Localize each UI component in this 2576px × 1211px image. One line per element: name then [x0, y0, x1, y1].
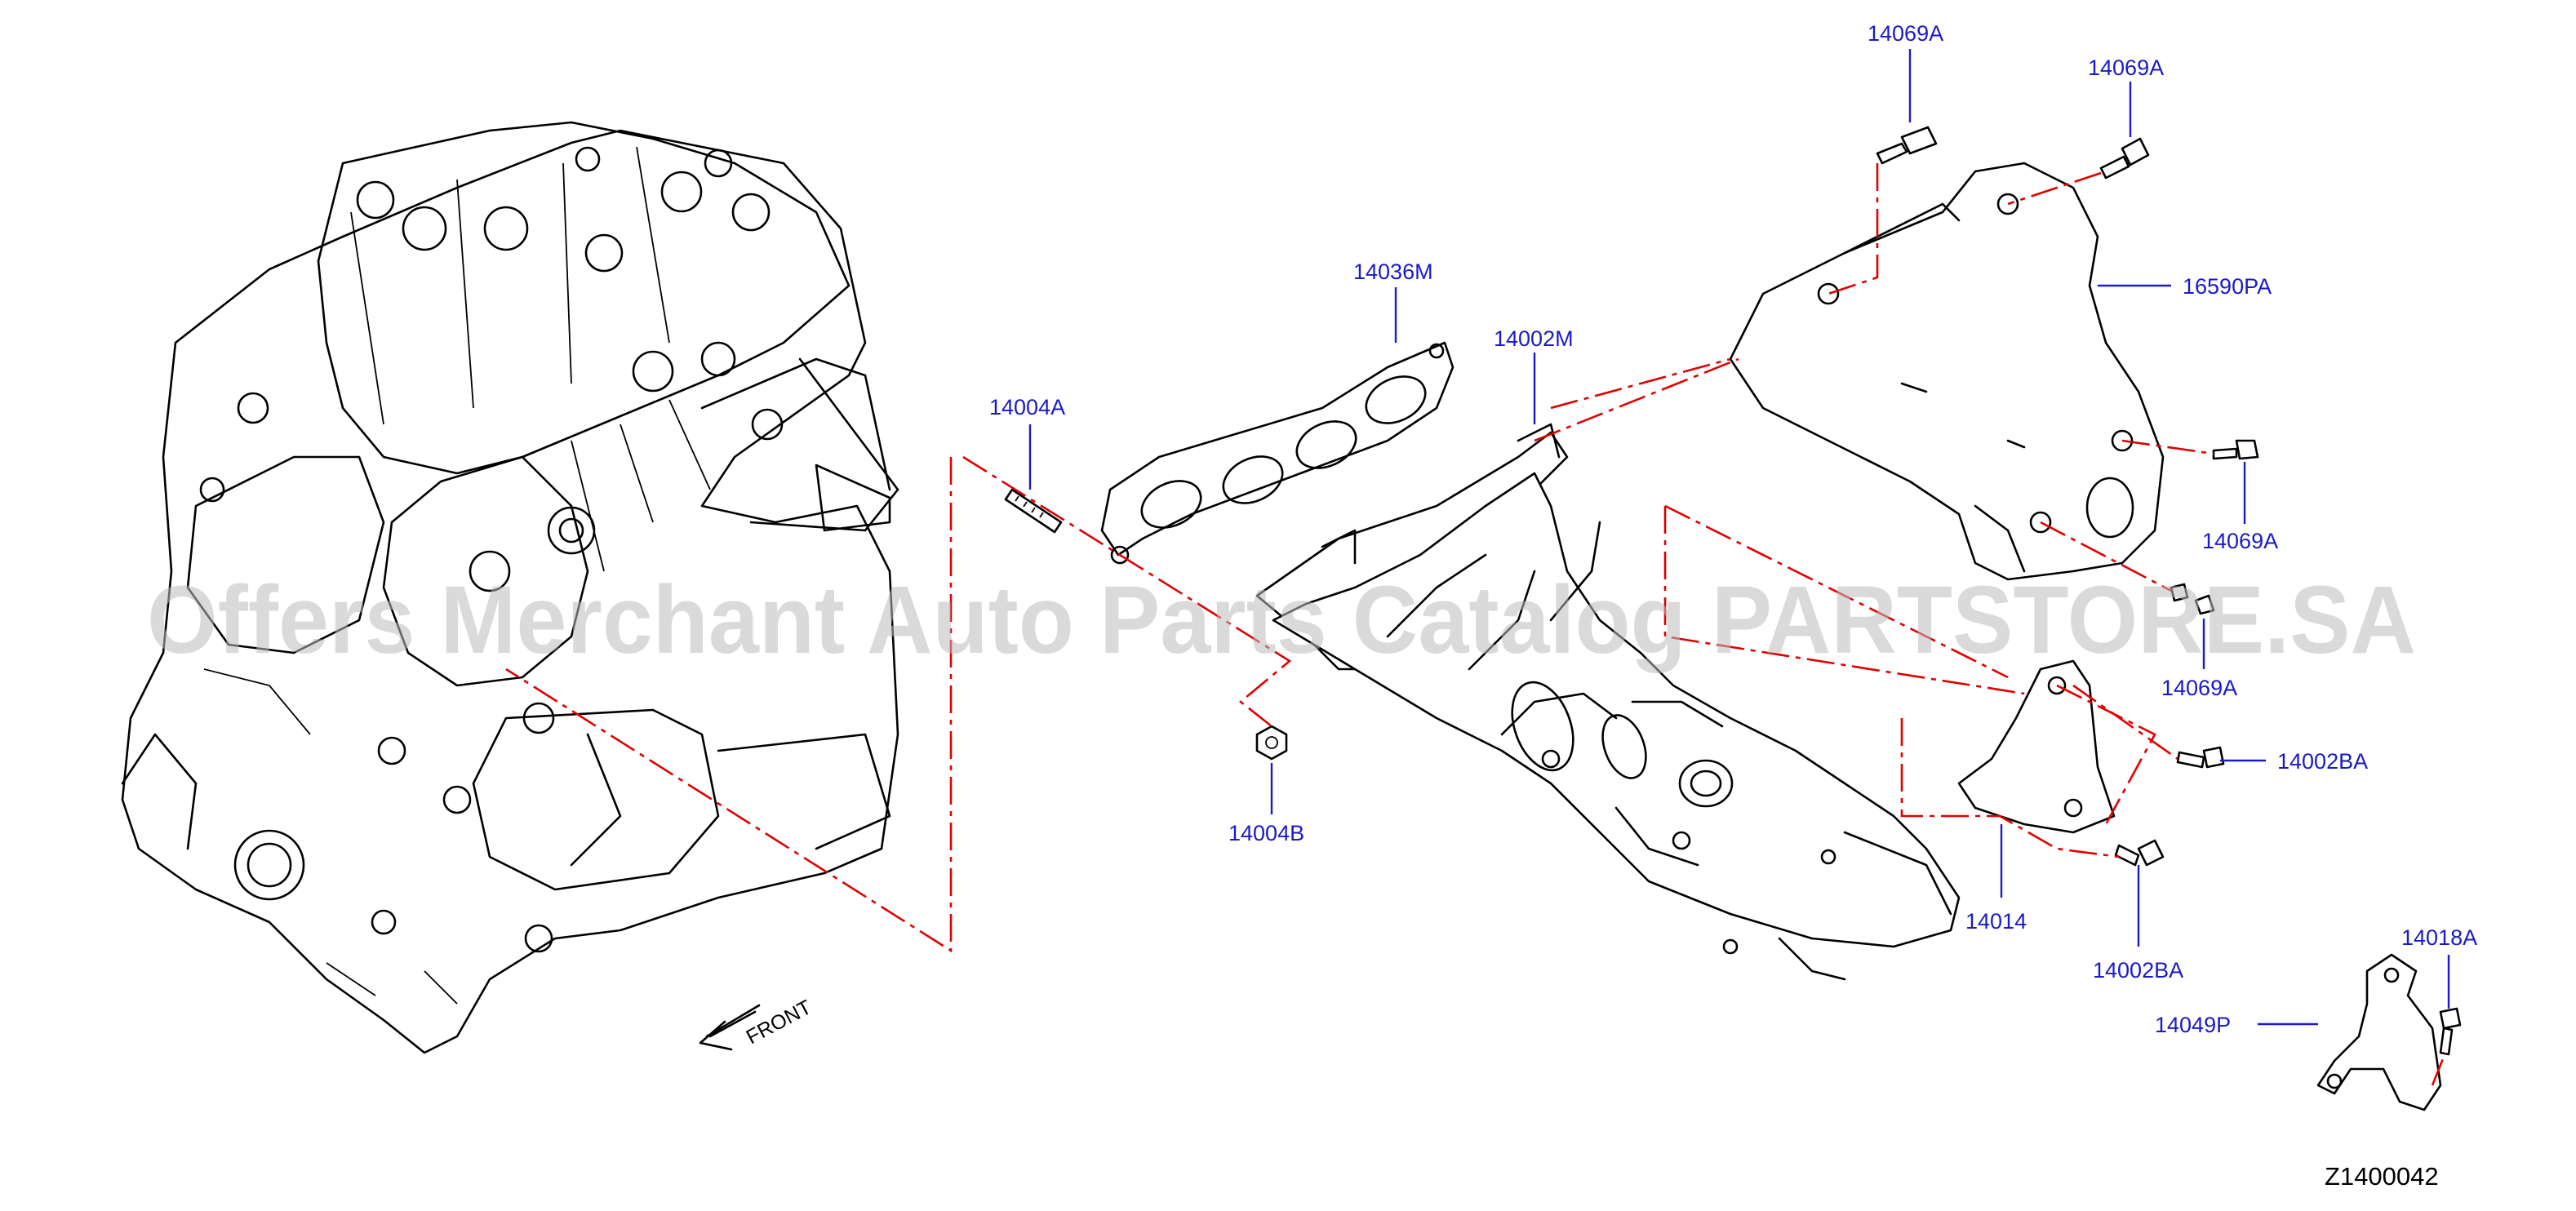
- bracket-14014-drawing: [1957, 659, 2116, 834]
- part-label-14004A[interactable]: 14004A: [989, 395, 1065, 419]
- part-label-14014[interactable]: 14014: [1965, 909, 2027, 934]
- part-label-14002BA-lower[interactable]: 14002BA: [2093, 958, 2183, 983]
- engine-assembly-drawing: [121, 121, 899, 1054]
- part-label-14036M[interactable]: 14036M: [1353, 260, 1433, 284]
- part-label-14069A-lower[interactable]: 14069A: [2161, 676, 2237, 700]
- bolts-drawing: [1876, 126, 2462, 1056]
- diagram-code: Z1400042: [2325, 1162, 2439, 1191]
- part-label-14002BA-right[interactable]: 14002BA: [2277, 749, 2368, 774]
- front-direction-indicator: FRONT: [699, 996, 815, 1051]
- exhaust-manifold-gasket-drawing: [1100, 341, 1455, 565]
- part-label-16590PA[interactable]: 16590PA: [2183, 274, 2272, 299]
- nut-drawing: [1255, 725, 1288, 761]
- heat-shield-drawing: [1729, 162, 2165, 581]
- exhaust-manifold-catalyst-drawing: [1255, 423, 1961, 981]
- part-label-14004B[interactable]: 14004B: [1228, 821, 1304, 845]
- part-labels: 14004A 14036M 14002M 14004B 14069A 14069…: [989, 21, 2477, 1037]
- part-label-14002M[interactable]: 14002M: [1494, 326, 1574, 351]
- front-arrow-icon: [699, 1004, 761, 1051]
- part-label-14069A-top[interactable]: 14069A: [1868, 21, 1943, 46]
- leader-lines: [1028, 49, 2450, 1026]
- part-label-14069A-right-top[interactable]: 14069A: [2088, 55, 2164, 80]
- part-label-14049P[interactable]: 14049P: [2155, 1013, 2231, 1037]
- reference-lines: [505, 163, 2447, 1086]
- part-label-14018A[interactable]: 14018A: [2401, 925, 2477, 950]
- front-label: FRONT: [743, 996, 815, 1049]
- part-label-14069A-right-mid[interactable]: 14069A: [2202, 529, 2278, 553]
- bracket-14049p-drawing: [2316, 953, 2442, 1111]
- stud-bolt-drawing: [1004, 488, 1063, 534]
- watermark-text: Offers Merchant Auto Parts Catalog PARTS…: [147, 566, 2416, 674]
